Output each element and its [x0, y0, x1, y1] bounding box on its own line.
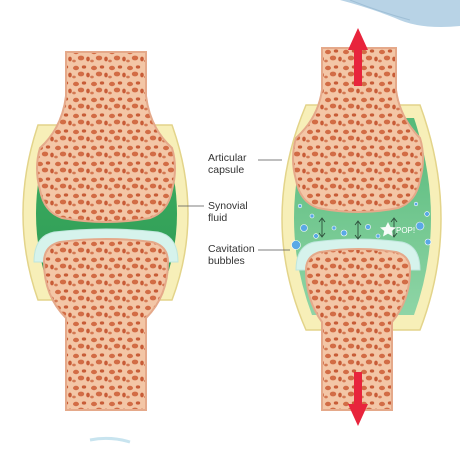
right-joint — [282, 48, 441, 410]
left-upper-bone — [37, 52, 175, 222]
left-lower-bone — [44, 239, 168, 410]
cavitation-bubbles-label: Cavitation bubbles — [208, 243, 255, 267]
left-joint — [23, 52, 188, 410]
synovial-fluid-label: Synovial fluid — [208, 200, 248, 224]
bottom-accent-stroke — [90, 438, 130, 442]
pop-label: POP! — [396, 226, 415, 235]
articular-capsule-label: Articular capsule — [208, 152, 247, 176]
corner-accent-shape — [340, 0, 460, 27]
